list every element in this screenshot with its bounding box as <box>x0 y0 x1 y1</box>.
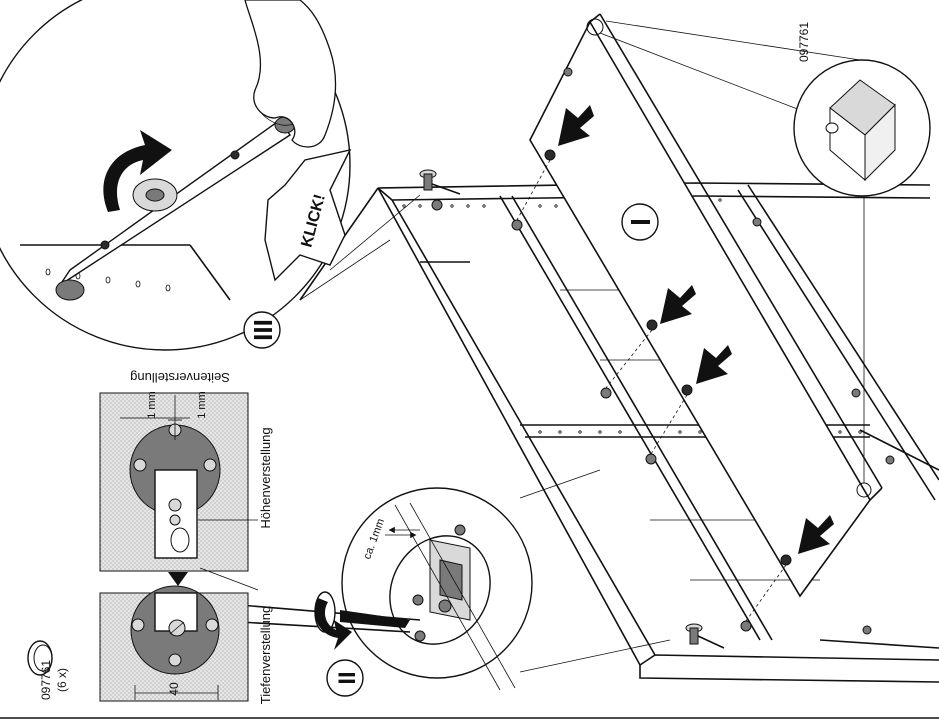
hinge-cup <box>544 149 792 566</box>
black-arrows <box>558 105 834 554</box>
depth-adjust-label: Tiefenverstellung <box>258 606 273 705</box>
legend-quantity: (6 x) <box>55 668 69 692</box>
step-2-detail: ca. 1mm <box>239 469 671 691</box>
height-adjust-label: Höhenverstellung <box>258 427 273 528</box>
hinge-markers <box>431 67 895 635</box>
cap-detail: 097761 <box>586 18 931 498</box>
dim-40: 40 <box>167 682 181 696</box>
door-panel <box>529 13 883 598</box>
hand <box>244 0 337 148</box>
step-2-text: II <box>334 671 361 684</box>
leveling-foot-bottom <box>685 623 725 649</box>
step-1-label: I <box>621 203 659 241</box>
dim-1mm-a: 1 mm <box>146 391 158 419</box>
step-3-label: III <box>243 311 281 349</box>
step-3-detail: KLICK! <box>0 0 421 351</box>
rotation-arrow <box>103 130 172 212</box>
screwdriver <box>239 591 421 650</box>
side-adjust-label: Seitenverstellung <box>130 370 230 385</box>
step-3-text: III <box>248 319 278 341</box>
step-2-label: II <box>326 659 364 697</box>
direction-triangle <box>168 572 188 586</box>
leveling-foot-top <box>419 169 461 195</box>
step-1-text: I <box>625 218 656 226</box>
adjustment-panel-top: 1 mm 1 mm <box>99 391 249 572</box>
adjustment-panel-bottom: 40 <box>99 585 249 702</box>
cap-part-number: 097761 <box>797 22 811 62</box>
klick-burst: KLICK! <box>264 148 352 282</box>
hinge-arm <box>55 116 296 301</box>
dim-1mm-b: 1 mm <box>196 391 208 419</box>
cabinet <box>299 182 939 683</box>
cap-legend: 097761 (6 x) <box>27 640 69 700</box>
legend-part-number: 097761 <box>39 660 53 700</box>
